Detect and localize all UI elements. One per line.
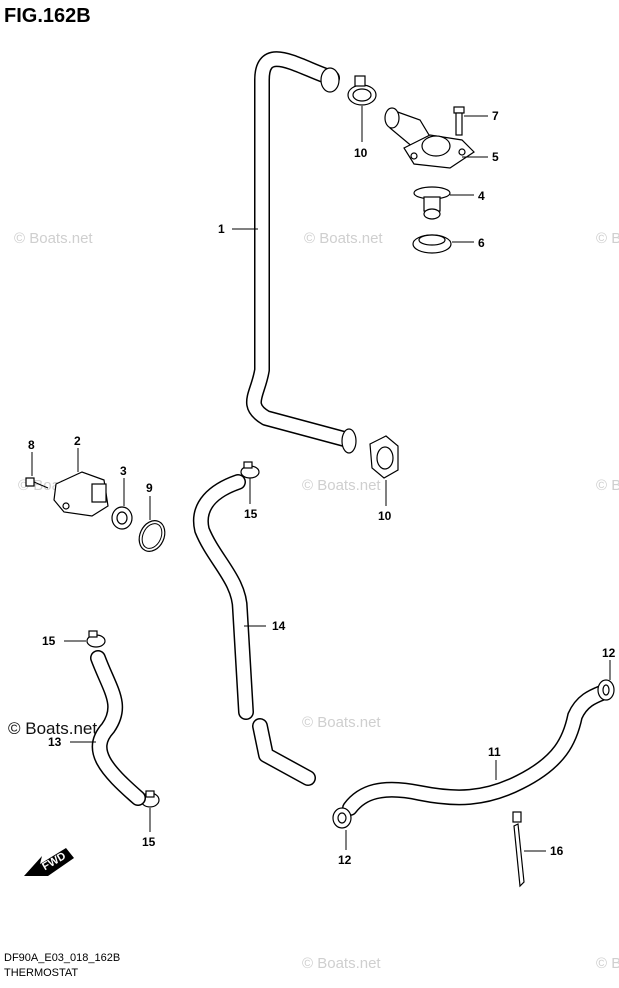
callout-3: 3 [120,464,127,478]
callout-15-b: 15 [42,634,56,648]
cable-tie-part-16 [512,811,525,888]
watermark: © Boats.net [596,955,619,972]
watermark: © Boats.net [302,477,381,494]
housing-part-2 [53,471,109,517]
hose-part-14 [192,474,316,786]
clamp-part-10-lower [369,435,399,479]
callout-4: 4 [478,189,485,203]
callout-11: 11 [488,745,501,759]
hose-part-1 [245,51,357,454]
hose-part-11 [342,684,612,816]
callout-15-a: 15 [244,507,258,521]
thermostat-part-4 [413,186,451,220]
clamp-part-15-a [240,461,260,479]
callout-2: 2 [74,434,81,448]
thermostat-cover-part-5 [384,107,475,169]
clamp-part-12-a [332,807,352,829]
figure-name: THERMOSTAT [4,967,78,979]
hose-part-13 [90,650,146,806]
forward-arrow: FWD [24,848,74,876]
callout-16: 16 [550,844,564,858]
clamp-part-12-b [597,679,615,701]
leader-lines [31,106,611,852]
callout-8: 8 [28,438,35,452]
callout-9: 9 [146,481,153,495]
figure-code: DF90A_E03_018_162B [4,952,120,964]
watermark: © Boats.net [14,230,93,247]
callout-12-a: 12 [338,853,352,867]
watermark: © Boats.net [302,714,381,731]
watermark: © Boats.net [8,719,97,738]
clamp-part-15-b [86,630,106,648]
seal-part-6 [412,234,452,254]
watermark: © Boats.net [304,230,383,247]
watermark: © Boats.net [596,230,619,247]
bolt-part-8 [25,477,49,489]
callout-10-lower: 10 [378,509,392,523]
callout-10-top: 10 [354,146,368,160]
callout-5: 5 [492,150,499,164]
callout-12-b: 12 [602,646,616,660]
callout-14: 14 [272,619,286,633]
figure-title: FIG.162B [4,5,91,27]
callout-6: 6 [478,236,485,250]
callout-7: 7 [492,109,499,123]
watermark: © Boats.net [596,477,619,494]
clamp-part-10-top [347,75,377,106]
o-ring-part-9 [138,520,166,552]
watermark: © Boats.net [302,955,381,972]
bolt-part-7 [453,106,465,136]
callout-15-c: 15 [142,835,156,849]
plug-part-3 [111,506,133,530]
callout-1: 1 [218,222,225,236]
callout-13: 13 [48,735,62,749]
